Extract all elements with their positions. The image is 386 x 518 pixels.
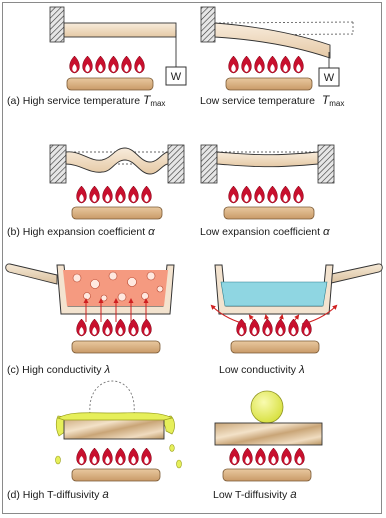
panel-b-low bbox=[201, 145, 334, 219]
burner-flames bbox=[229, 56, 304, 73]
burner bbox=[226, 78, 312, 90]
panel-a-high: W bbox=[50, 7, 186, 90]
panel-c-high bbox=[6, 264, 174, 353]
beam bbox=[64, 23, 176, 37]
caption-d-right: Low T-diffusivity a bbox=[213, 489, 297, 501]
wall-support bbox=[318, 145, 334, 183]
panel-d-high bbox=[56, 381, 182, 481]
burner bbox=[72, 341, 160, 353]
cool-block bbox=[215, 423, 322, 445]
burner bbox=[72, 207, 162, 219]
caption-d-left: (d) High T-diffusivity a bbox=[7, 489, 109, 501]
burner bbox=[224, 207, 314, 219]
caption-b-right: Low expansion coefficient α bbox=[200, 226, 330, 238]
solid-ball bbox=[251, 391, 283, 423]
burner bbox=[72, 469, 160, 481]
caption-b-left: (b) High expansion coefficient α bbox=[7, 226, 155, 238]
panel-a-low: W bbox=[201, 7, 353, 90]
original-ball-outline bbox=[90, 381, 134, 414]
burner bbox=[223, 469, 311, 481]
pan-handle bbox=[327, 264, 382, 284]
caption-a-left: (a) High service temperature Tmax bbox=[7, 93, 165, 108]
panel-c-low bbox=[212, 264, 382, 353]
original-beam-outline bbox=[215, 22, 353, 23]
burner bbox=[67, 78, 153, 90]
slightly-bent-beam bbox=[217, 152, 318, 167]
burner bbox=[231, 341, 319, 353]
burner-flames bbox=[237, 319, 312, 336]
wall-support bbox=[201, 145, 217, 183]
pan-handle bbox=[6, 264, 57, 284]
cold-liquid bbox=[221, 282, 327, 306]
burner-flames bbox=[77, 319, 152, 336]
caption-c-right: Low conductivity λ bbox=[219, 364, 305, 376]
burner-flames bbox=[229, 186, 304, 203]
burner-flames bbox=[70, 56, 145, 73]
wall-support bbox=[168, 145, 184, 183]
caption-a-right: Low service temperature Tmax bbox=[200, 93, 344, 108]
burner-flames bbox=[77, 448, 152, 465]
panel-d-low bbox=[215, 391, 322, 481]
wall-support bbox=[201, 7, 215, 42]
weight-label: W bbox=[171, 71, 182, 83]
burner-flames bbox=[77, 186, 152, 203]
weight-label: W bbox=[324, 72, 335, 84]
sagging-beam bbox=[215, 23, 330, 58]
melted-layer bbox=[58, 413, 172, 420]
panel-b-high bbox=[50, 145, 184, 219]
buckled-beam bbox=[66, 148, 168, 174]
burner-flames bbox=[230, 448, 305, 465]
caption-c-left: (c) High conductivity λ bbox=[7, 364, 110, 376]
wall-support bbox=[50, 7, 64, 42]
wall-support bbox=[50, 145, 66, 183]
